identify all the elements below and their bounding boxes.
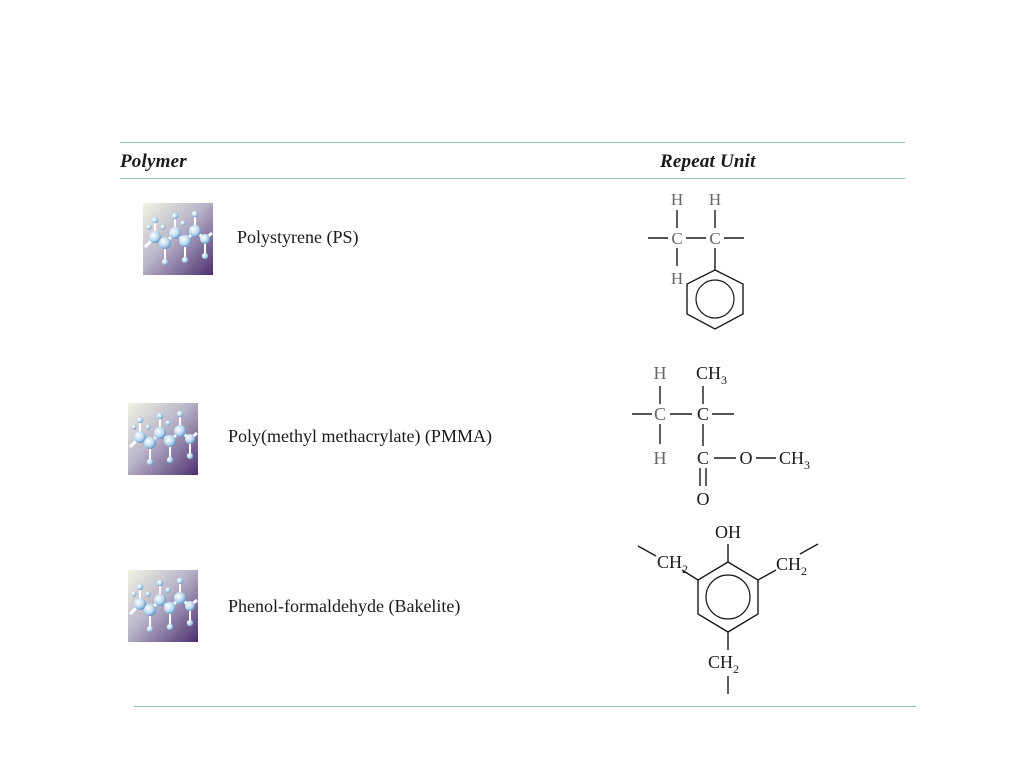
atom-label: C: [671, 229, 682, 248]
atom-label: H: [671, 269, 683, 288]
atom-label: H: [654, 448, 667, 468]
polymer-name: Phenol-formaldehyde (Bakelite): [228, 596, 461, 616]
atom-label: C: [709, 229, 720, 248]
atom-label: H: [709, 190, 721, 209]
repeat-unit-column-header: Repeat Unit: [660, 151, 756, 172]
atom-label: CH2: [657, 552, 688, 576]
pmma-structure: H CH3 C C H C O CH3 O: [632, 363, 810, 509]
polystyrene-structure: H H C C H: [648, 190, 744, 330]
polymer-name: Polystyrene (PS): [237, 227, 359, 247]
polymer-column-header: Polymer: [120, 151, 187, 172]
atom-label: CH3: [696, 363, 727, 387]
bakelite-structure: OH CH2 CH2 CH2: [637, 522, 819, 694]
atom-label: H: [671, 190, 683, 209]
table-header-rule: [120, 178, 905, 179]
table-bottom-rule: [134, 706, 916, 707]
polymer-molecule-icon: [143, 203, 213, 275]
atom-label: C: [697, 404, 709, 424]
table-top-rule: [120, 142, 905, 143]
polymer-name: Poly(methyl methacrylate) (PMMA): [228, 426, 492, 446]
atom-label: CH2: [708, 652, 739, 676]
polymer-molecule-icon: [128, 403, 198, 475]
atom-label: CH3: [779, 448, 810, 472]
atom-label: C: [654, 404, 666, 424]
atom-label: H: [654, 363, 667, 383]
atom-label: CH2: [776, 554, 807, 578]
atom-label: OH: [715, 522, 741, 542]
atom-label: O: [740, 448, 753, 468]
atom-label: O: [697, 489, 710, 509]
polymer-molecule-icon: [128, 570, 198, 642]
atom-label: C: [697, 448, 709, 468]
